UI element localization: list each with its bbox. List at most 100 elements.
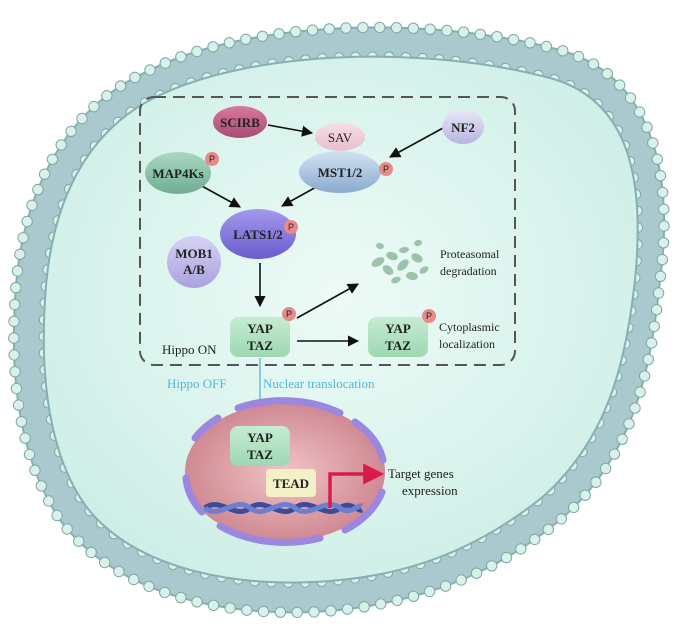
lipid-head [10, 382, 23, 395]
yap-taz-cytoplasmic-box [368, 317, 428, 357]
lipid-head [568, 501, 580, 514]
lipid-head [647, 137, 659, 149]
lipid-head [656, 186, 669, 199]
lipid-head [143, 580, 155, 593]
lipid-head [524, 37, 536, 49]
sav-node [315, 123, 365, 151]
lipid-head [633, 106, 646, 118]
lipid-head [623, 418, 635, 430]
cytoplasmic-label-line1: Cytoplasmic [439, 320, 500, 334]
lipid-head [23, 448, 36, 461]
lipid-head [341, 603, 354, 615]
lipid-head [223, 37, 236, 49]
lipid-head [114, 80, 127, 92]
lipid-head [191, 596, 203, 608]
lipid-head [654, 270, 667, 282]
yap-label-1: YAP [247, 321, 273, 336]
mob1-label-line1: MOB1 [175, 246, 213, 261]
lipid-head [26, 199, 38, 212]
lipid-head [634, 386, 646, 398]
lipid-head [159, 57, 172, 69]
scirb-label: SCIRB [220, 115, 260, 130]
lipid-head [113, 565, 125, 578]
lipid-head [557, 45, 569, 57]
yap-phospho-2 [422, 309, 436, 323]
lipid-head [99, 556, 111, 569]
lipid-head [240, 33, 252, 45]
lipid-head [273, 28, 285, 40]
lipid-head [648, 320, 660, 333]
taz-label-1: TAZ [247, 338, 273, 353]
lipid-head [407, 22, 419, 34]
lipid-head [587, 58, 600, 70]
tead-box [266, 469, 316, 497]
lipid-head [144, 64, 156, 76]
lipid-head [257, 605, 270, 618]
lipid-head [175, 51, 187, 63]
arrow-nf2-mst [389, 127, 444, 158]
lipid-head [616, 433, 628, 445]
lipid-head [423, 585, 436, 598]
lipid-head [224, 602, 236, 614]
lipid-head [159, 586, 171, 599]
lipid-head [390, 22, 403, 34]
proteasomal-label-line2: degradation [440, 264, 497, 278]
proteasome-fragments-icon [371, 239, 429, 284]
lipid-head [291, 606, 303, 619]
yap-label-3: YAP [247, 430, 273, 445]
lipid-head [88, 100, 100, 113]
lipid-head [500, 551, 513, 564]
lipid-head [555, 513, 567, 525]
lipid-head [51, 509, 63, 522]
lipid-head [14, 248, 26, 261]
lipid-head [76, 112, 88, 125]
lipid-head [306, 24, 319, 36]
lipid-head [8, 349, 20, 361]
taz-label-3: TAZ [247, 447, 273, 462]
lipid-head [29, 464, 41, 476]
nf2-label: NF2 [451, 120, 475, 135]
lipid-head [274, 606, 287, 618]
sav-label: SAV [328, 130, 353, 145]
tead-label: TEAD [273, 476, 309, 491]
lipid-head [73, 535, 85, 547]
lipid-head [540, 40, 553, 53]
lipid-head [656, 253, 668, 266]
target-genes-label-line1: Target genes [388, 466, 454, 481]
nuclear-translocation-label: Nuclear translocation [263, 376, 375, 391]
lipid-head [21, 215, 33, 228]
yap-taz-phospho-box [230, 317, 290, 357]
lipid-head [424, 23, 436, 35]
lipid-head [128, 573, 140, 586]
transcription-arrow [328, 463, 385, 508]
lipid-head [32, 183, 44, 196]
lipid-head [642, 353, 654, 366]
mob1-label-line2: A/B [183, 262, 205, 277]
lipid-head [61, 523, 73, 535]
target-genes-label-line2: expression [402, 483, 458, 498]
lipid-head [455, 574, 467, 586]
lipid-head [651, 153, 663, 165]
nuclear-envelope [182, 397, 387, 546]
arrow-scirb-sav [267, 124, 314, 137]
lipid-head [101, 90, 113, 102]
lipid-head [629, 402, 641, 414]
mob1-node [167, 236, 221, 288]
lipid-head [572, 50, 585, 63]
yap-phospho-1 [282, 307, 296, 321]
mst12-label: MST1/2 [318, 165, 363, 180]
lipid-head [323, 23, 335, 35]
lipid-head [507, 33, 520, 46]
lipid-head [325, 605, 337, 617]
lipid-head [542, 523, 554, 536]
lats12-node [220, 209, 296, 259]
lipid-head [657, 237, 670, 249]
hippo-on-region [139, 96, 516, 366]
lipid-head [43, 495, 55, 507]
lipid-head [358, 601, 370, 613]
cytoplasmic-label-line2: localization [439, 337, 495, 351]
map4ks-phospho-label: P [209, 154, 215, 164]
lipid-head [658, 203, 670, 215]
lipid-head [19, 432, 31, 444]
lipid-head [129, 71, 141, 84]
